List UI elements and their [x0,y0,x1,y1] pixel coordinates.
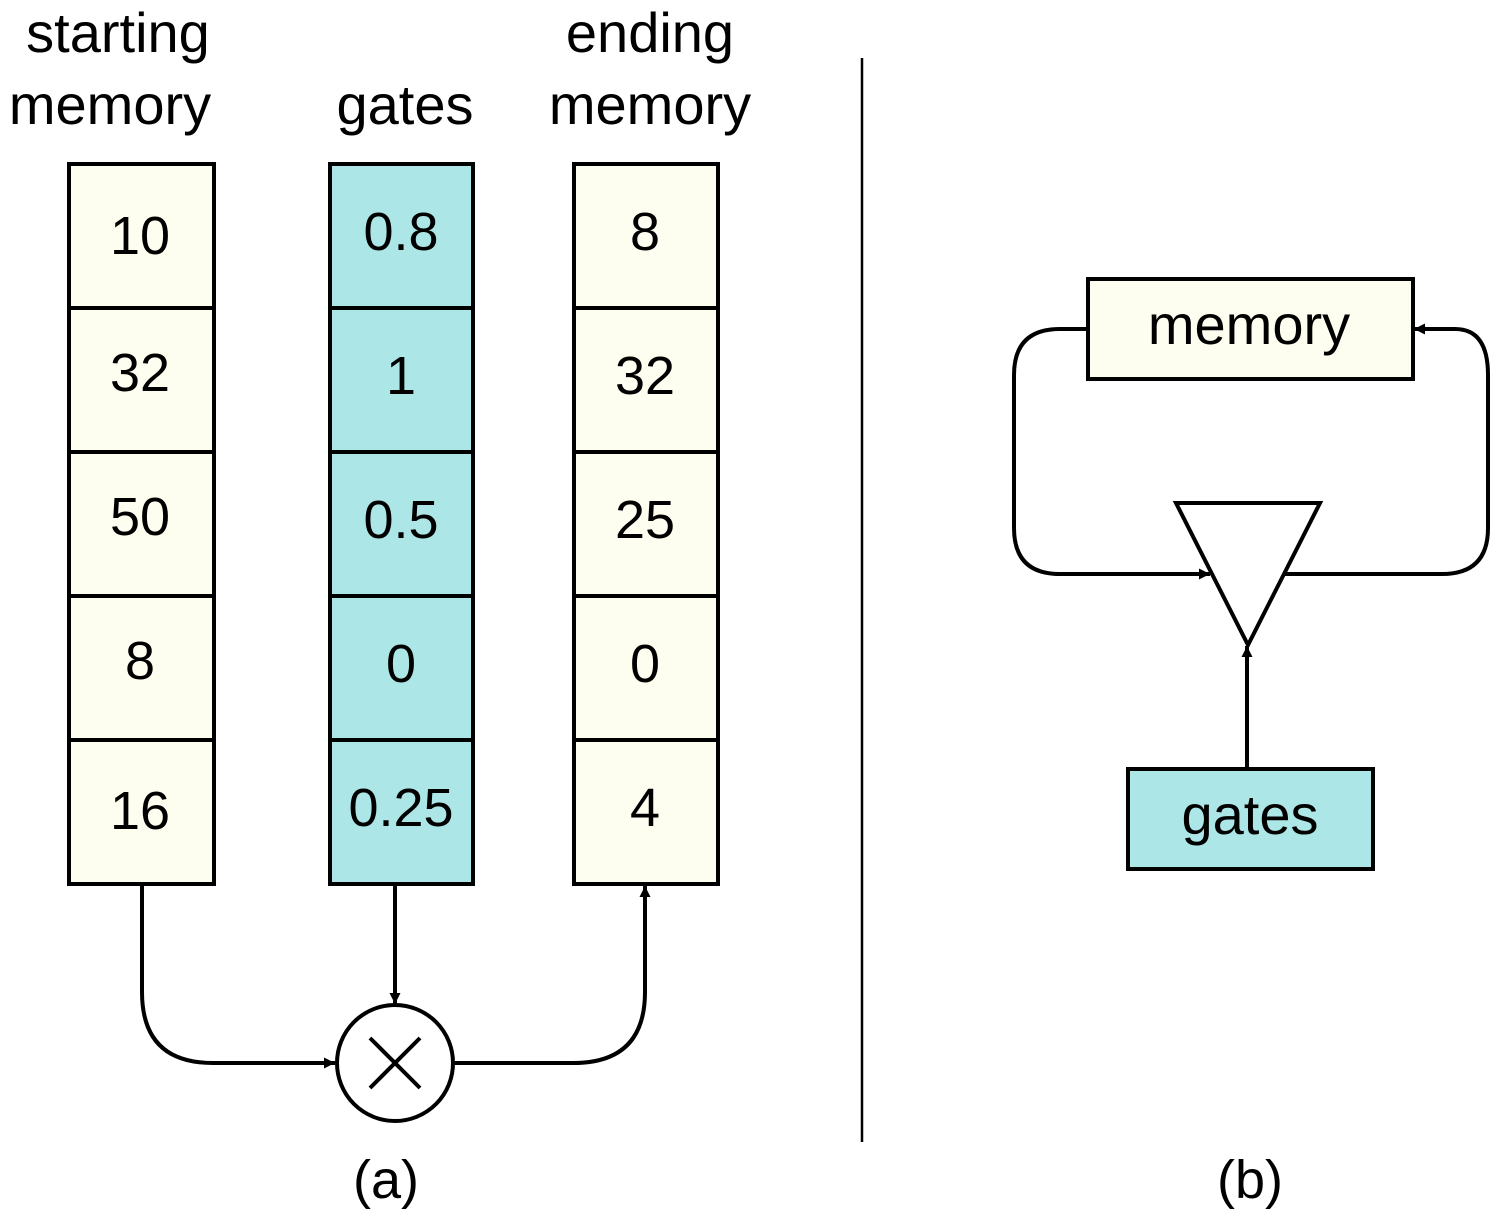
panel-b: memory gates (b) [1012,277,1490,1210]
arrow-gate-to-memory [1282,323,1490,576]
gate-value: 1 [386,346,416,406]
starting-memory-cell [67,738,216,886]
ending-memory-cell [572,162,720,310]
gate-cell [328,162,475,310]
starting-memory-cell [67,162,216,310]
starting-memory-column: 10 32 50 8 16 [67,162,216,886]
header-ending-line2: memory [549,73,751,136]
arrow-multiply-to-ending [455,886,651,1065]
gate-value: 0.8 [363,202,438,262]
starting-memory-cell [67,594,216,742]
ending-memory-value: 0 [630,634,660,694]
ending-memory-value: 4 [630,778,660,838]
arrow-memory-to-gate [1012,327,1210,580]
gate-value: 0.25 [348,778,453,838]
starting-memory-value: 8 [125,631,155,691]
header-gates: gates [337,73,474,136]
memory-box [1086,277,1415,381]
multiply-icon [335,1003,455,1123]
gate-value: 0 [386,634,416,694]
gate-value: 0.5 [363,490,438,550]
ending-memory-column: 8 32 25 0 4 [572,162,720,886]
starting-memory-cell [67,306,216,454]
arrow-starting-to-multiply [140,886,335,1069]
starting-memory-value: 32 [110,343,170,403]
header-starting-line2: memory [9,73,211,136]
memory-label: memory [1148,293,1350,356]
gates-column: 0.8 1 0.5 0 0.25 [328,162,475,886]
gates-box [1126,767,1375,871]
gate-triangle-icon [1172,501,1324,650]
ending-memory-value: 8 [630,202,660,262]
ending-memory-cell [572,738,720,886]
caption-a: (a) [353,1150,419,1210]
caption-b: (b) [1217,1150,1283,1210]
ending-memory-value: 25 [615,490,675,550]
gate-cell [328,450,475,598]
panel-a: starting memory gates ending memory 10 3… [9,1,751,1210]
header-ending-line1: ending [566,1,734,64]
ending-memory-cell [572,594,720,742]
ending-memory-value: 32 [615,346,675,406]
header-starting-line1: starting [26,1,210,64]
gate-cell [328,738,475,886]
ending-memory-cell [572,306,720,454]
starting-memory-value: 10 [110,206,170,266]
gates-label: gates [1182,783,1319,846]
starting-memory-value: 16 [110,781,170,841]
starting-memory-value: 50 [110,487,170,547]
